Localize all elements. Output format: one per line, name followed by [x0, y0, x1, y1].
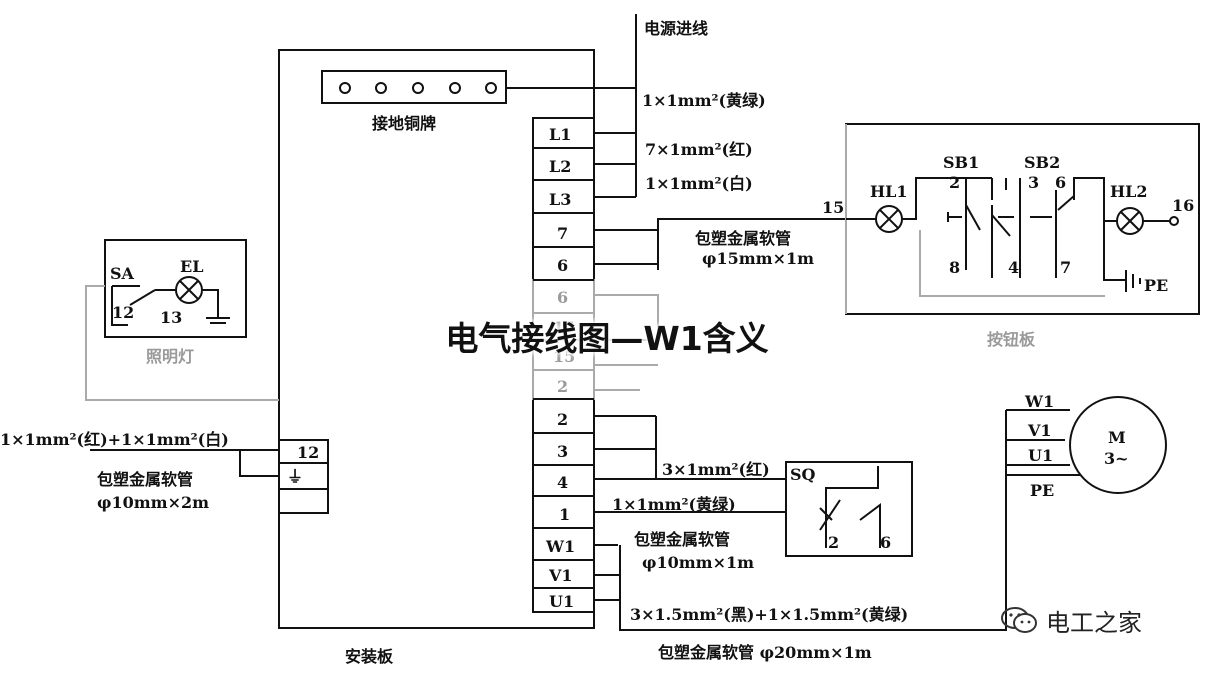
- button-board-label: 按钮板: [987, 330, 1036, 349]
- term-6-faded: 6: [557, 288, 568, 307]
- num-8: 8: [949, 258, 960, 277]
- pe-ground-icon: [1103, 221, 1141, 292]
- sa-label: SA: [110, 264, 135, 283]
- term-4: 4: [557, 473, 568, 492]
- hl2-label: HL2: [1110, 182, 1148, 201]
- term-2-faded: 2: [557, 377, 568, 396]
- hl1-label: HL1: [870, 182, 908, 201]
- term-W1: W1: [545, 537, 575, 556]
- term-L1: L1: [549, 125, 571, 144]
- sa-switch-icon: [111, 285, 156, 326]
- hl1-lamp-icon: [875, 205, 903, 233]
- wire-white-label: 1×1mm²(白): [645, 174, 753, 193]
- term-15-faded-a: 15: [553, 318, 575, 337]
- motor-label: M: [1108, 428, 1126, 447]
- wechat-icon: [1001, 607, 1037, 633]
- el-label: EL: [180, 257, 203, 276]
- term-V1: V1: [548, 566, 573, 585]
- light-term-12: 12: [297, 443, 319, 462]
- term-2: 2: [557, 410, 568, 429]
- motor-pe-label: PE: [1030, 481, 1054, 500]
- num-4: 4: [1008, 258, 1019, 277]
- wire-sq-red-label: 3×1mm²(红): [662, 460, 770, 479]
- num-2: 2: [949, 173, 960, 192]
- sq-box: [785, 461, 913, 557]
- term-3: 3: [557, 442, 568, 461]
- conduit10-label-b: φ10mm×2m: [97, 493, 209, 512]
- light-term-ground: ⏚: [287, 467, 303, 486]
- term-7: 7: [557, 224, 568, 243]
- wire-light-label: 1×1mm²(红)+1×1mm²(白): [0, 430, 229, 449]
- power-in-label: 电源进线: [644, 19, 708, 38]
- lighting-label: 照明灯: [146, 347, 194, 366]
- conduit15-label-b: φ15mm×1m: [702, 249, 814, 268]
- term-1: 1: [559, 505, 570, 524]
- motor-icon: [1069, 396, 1167, 494]
- num-6: 6: [1055, 173, 1066, 192]
- ground-bar-label: 接地铜牌: [372, 114, 436, 133]
- ground-bar-holes: [339, 82, 497, 94]
- conduit15-label-a: 包塑金属软管: [695, 229, 791, 248]
- sq-label: SQ: [790, 465, 816, 484]
- conduit20-label: 包塑金属软管 φ20mm×1m: [658, 643, 872, 662]
- num-3: 3: [1028, 173, 1039, 192]
- conduit10m-label-b: φ10mm×1m: [642, 553, 754, 572]
- wire-red7-label: 7×1mm²(红): [645, 140, 753, 159]
- sq-switch-icon: [819, 466, 881, 548]
- conduit10-label-a: 包塑金属软管: [97, 470, 193, 489]
- install-board-label: 安装板: [345, 647, 394, 666]
- wire-sq-pe-label: 1×1mm²(黄绿): [612, 495, 736, 514]
- watermark: 电工之家: [1000, 600, 1200, 640]
- wire-motor-label: 3×1.5mm²(黑)+1×1.5mm²(黄绿): [630, 605, 908, 624]
- term-15-faded-b: 15: [553, 347, 575, 366]
- terminal-16-icon: [1169, 216, 1179, 226]
- sq-num-6: 6: [880, 533, 891, 552]
- motor-u1-label: U1: [1028, 446, 1053, 465]
- motor-sub-label: 3~: [1104, 449, 1129, 468]
- wire-pe-label: 1×1mm²(黄绿): [642, 91, 766, 110]
- sb2-label: SB2: [1024, 153, 1060, 172]
- sq-num-2: 2: [828, 533, 839, 552]
- hl2-lamp-icon: [1116, 207, 1144, 235]
- sb1-label: SB1: [943, 153, 979, 172]
- watermark-text: 电工之家: [1046, 608, 1142, 637]
- num-16: 16: [1172, 196, 1194, 215]
- num-13-light: 13: [160, 308, 182, 327]
- term-L3: L3: [549, 190, 571, 209]
- conduit10m-label-a: 包塑金属软管: [634, 530, 730, 549]
- term-U1: U1: [549, 592, 574, 611]
- lighting-box: [104, 239, 247, 338]
- motor-w1-label: W1: [1024, 392, 1054, 411]
- num-15: 15: [822, 198, 844, 217]
- term-L2: L2: [549, 157, 571, 176]
- page-title: 电气接线图—W1含义: [445, 319, 769, 358]
- pe-label: PE: [1144, 276, 1168, 295]
- term-6: 6: [557, 256, 568, 275]
- el-lamp-icon: [155, 276, 230, 324]
- num-7: 7: [1060, 258, 1071, 277]
- motor-v1-label: V1: [1027, 421, 1052, 440]
- num-12-light: 12: [112, 303, 134, 322]
- sb1-switch-icon: [947, 178, 1021, 278]
